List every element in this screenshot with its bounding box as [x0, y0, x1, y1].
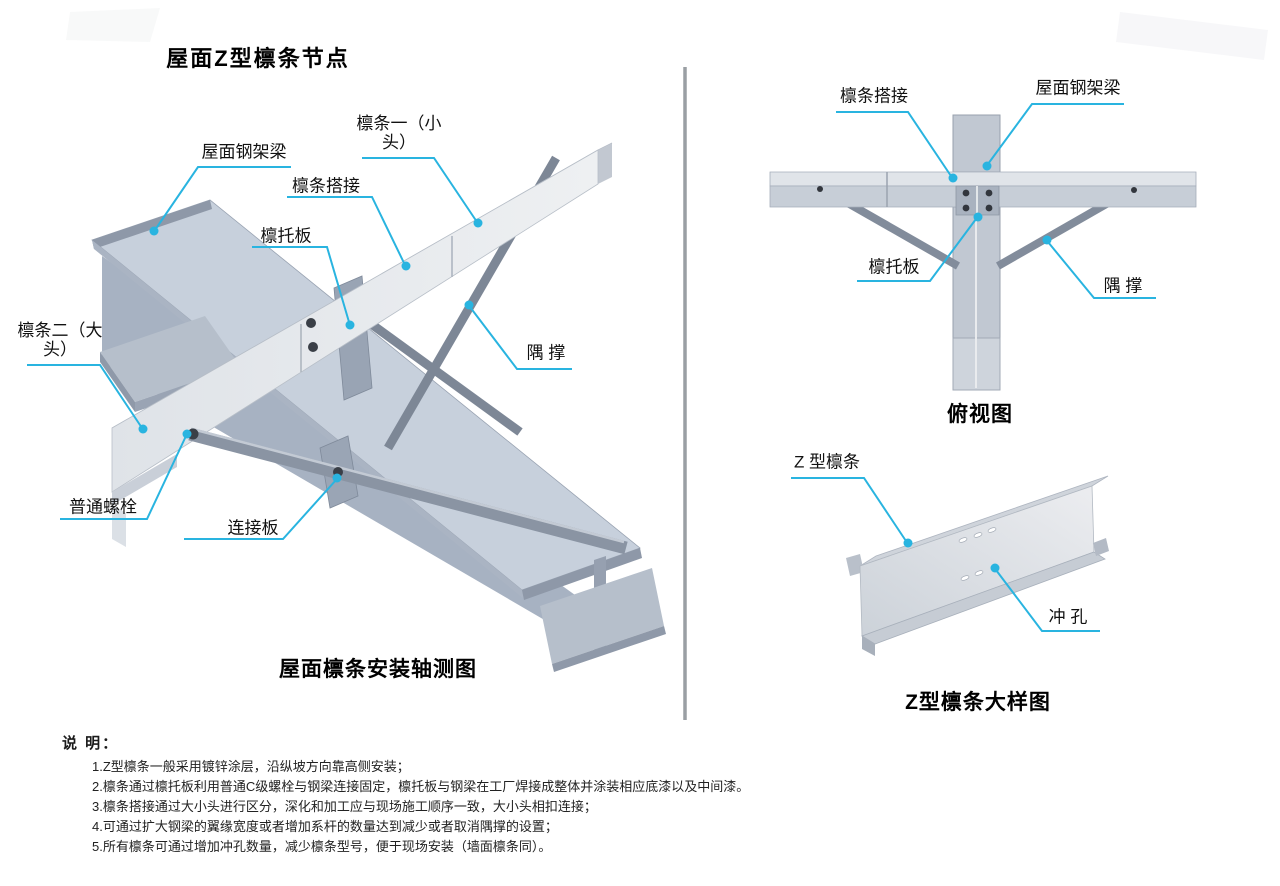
label-top-support-plate: 檩托板: [868, 257, 920, 277]
punch-hole: [960, 575, 970, 581]
leader-dot: [990, 563, 1000, 573]
leader-dot: [464, 300, 474, 310]
leader-top-roof-beam: [987, 103, 1124, 165]
purlin-end-cap: [598, 143, 612, 184]
caption-detail-view: Z型檩条大样图: [905, 691, 1051, 714]
leader-connect-plate: [184, 479, 337, 540]
label-top-lap: 檩条搭接: [840, 86, 908, 106]
bolt: [1131, 187, 1137, 193]
leader-bolt: [60, 435, 187, 520]
axon-corner-brace-lower: [188, 427, 628, 555]
z-bottom-left-fold: [862, 636, 875, 656]
top-purlin-top-strip: [769, 171, 1197, 187]
note-item-3: 3.檩条搭接通过大小头进行区分，深化和加工应与现场施工顺序一致，大小头相扣连接；: [92, 799, 597, 814]
z-top-flange-lip: [846, 554, 864, 576]
label-axon-purlin-two: 檩条二（大头）: [17, 321, 103, 359]
beam-flange-near-edge: [92, 200, 212, 249]
label-top-corner-brace: 隅 撑: [1103, 276, 1143, 296]
bolt: [308, 342, 318, 352]
label-axon-connect-plate: 连接板: [227, 518, 279, 538]
z-bottom-flange: [861, 551, 1106, 645]
bolt: [985, 189, 993, 197]
bolt: [817, 186, 823, 192]
watermark-ghost: [1116, 12, 1268, 60]
leader-dot: [982, 161, 992, 171]
z-punch-holes: [958, 527, 997, 581]
top-view-drawing: [769, 114, 1197, 391]
notes-list: 1.Z型檩条一般采用镀锌涂层，沿纵坡方向靠高侧安装； 2.檩条通过檩托板利用普通C…: [92, 757, 749, 857]
notes-heading: 说 明：: [62, 735, 120, 752]
leader-dots: [138, 161, 1052, 573]
axon-corner-brace-right-b: [349, 306, 523, 436]
bolt: [962, 204, 970, 212]
beam-bottom-flange-far: [540, 568, 664, 664]
beam-bottom-flange-near-edge: [100, 352, 135, 412]
leader-roof-beam: [154, 166, 291, 231]
leader-dot: [138, 424, 148, 434]
leader-lap: [287, 196, 406, 266]
label-axon-lap: 檩条搭接: [292, 176, 360, 196]
note-item-4: 4.可通过扩大钢梁的翼缘宽度或者增加系杆的数量达到减少或者取消隅撑的设置；: [92, 819, 558, 834]
purlin-bottom-lip-fold: [112, 505, 126, 547]
leader-dot: [182, 429, 192, 439]
note-item-5: 5.所有檩条可通过增加冲孔数量，减少檩条型号，便于现场安装（墙面檩条同）。: [92, 839, 552, 854]
leader-dot: [401, 261, 411, 271]
leader-z-purlin: [791, 477, 907, 542]
bolt: [962, 189, 970, 197]
label-axon-roof-beam: 屋面钢架梁: [201, 142, 287, 162]
purlin-bottom-lip: [112, 454, 177, 505]
z-purlin-detail-drawing: [846, 475, 1109, 656]
leader-lines: [27, 103, 1156, 632]
bolt: [306, 318, 316, 328]
label-top-roof-beam: 屋面钢架梁: [1035, 78, 1121, 98]
leader-dot: [149, 226, 159, 236]
label-axon-purlin-one: 檩条一（小头）: [356, 114, 442, 152]
leader-purlin-two: [27, 364, 143, 429]
punch-hole: [958, 537, 968, 543]
top-beam-upper: [952, 114, 1001, 173]
caption-top-view: 俯视图: [947, 403, 1013, 426]
beam-bottom-flange-far-edge: [552, 626, 666, 672]
leader-dot: [973, 212, 983, 222]
leader-support-plate: [252, 246, 350, 323]
notes-section: 说 明： 1.Z型檩条一般采用镀锌涂层，沿纵坡方向靠高侧安装； 2.檩条通过檩托板…: [62, 732, 749, 857]
leader-dot: [948, 173, 958, 183]
purlin-web-face: [111, 149, 599, 493]
leader-dot: [332, 473, 342, 483]
caption-axon-view: 屋面檩条安装轴测图: [279, 658, 477, 681]
z-bottom-flange-lip: [1093, 538, 1109, 556]
note-item-1: 1.Z型檩条一般采用镀锌涂层，沿纵坡方向靠高侧安装；: [92, 759, 410, 774]
leader-top-support-plate: [857, 218, 977, 282]
label-axon-support-plate: 檩托板: [260, 226, 312, 246]
leader-purlin-one: [362, 157, 478, 223]
leader-top-corner-brace: [1047, 241, 1156, 299]
leader-dot: [903, 538, 913, 548]
bolt: [985, 204, 993, 212]
note-item-2: 2.檩条通过檩托板利用普通C级螺栓与钢梁连接固定，檩托板与钢梁在工厂焊接成整体并…: [92, 779, 750, 794]
beam-bottom-flange-near: [100, 316, 240, 402]
axon-corner-brace-lower-highlight: [191, 427, 625, 544]
watermark-ghost: [66, 8, 160, 42]
leader-dot: [345, 320, 355, 330]
page-title: 屋面Z型檩条节点: [166, 46, 350, 71]
punch-hole: [973, 532, 983, 538]
leader-dot: [473, 218, 483, 228]
leader-top-lap: [836, 111, 952, 177]
label-detail-punch-hole: 冲 孔: [1048, 607, 1088, 627]
label-detail-z-purlin: Z 型檩条: [793, 452, 861, 472]
leader-punch-hole: [995, 569, 1100, 632]
leader-corner-brace: [469, 306, 572, 370]
leader-dot: [1042, 235, 1052, 245]
beam-flange-far-edge: [522, 548, 642, 600]
axon-z-purlin: [111, 142, 613, 547]
punch-hole: [987, 527, 997, 533]
label-axon-corner-brace: 隅 撑: [526, 343, 566, 363]
label-axon-bolt: 普通螺栓: [69, 497, 137, 517]
punch-hole: [974, 570, 984, 576]
